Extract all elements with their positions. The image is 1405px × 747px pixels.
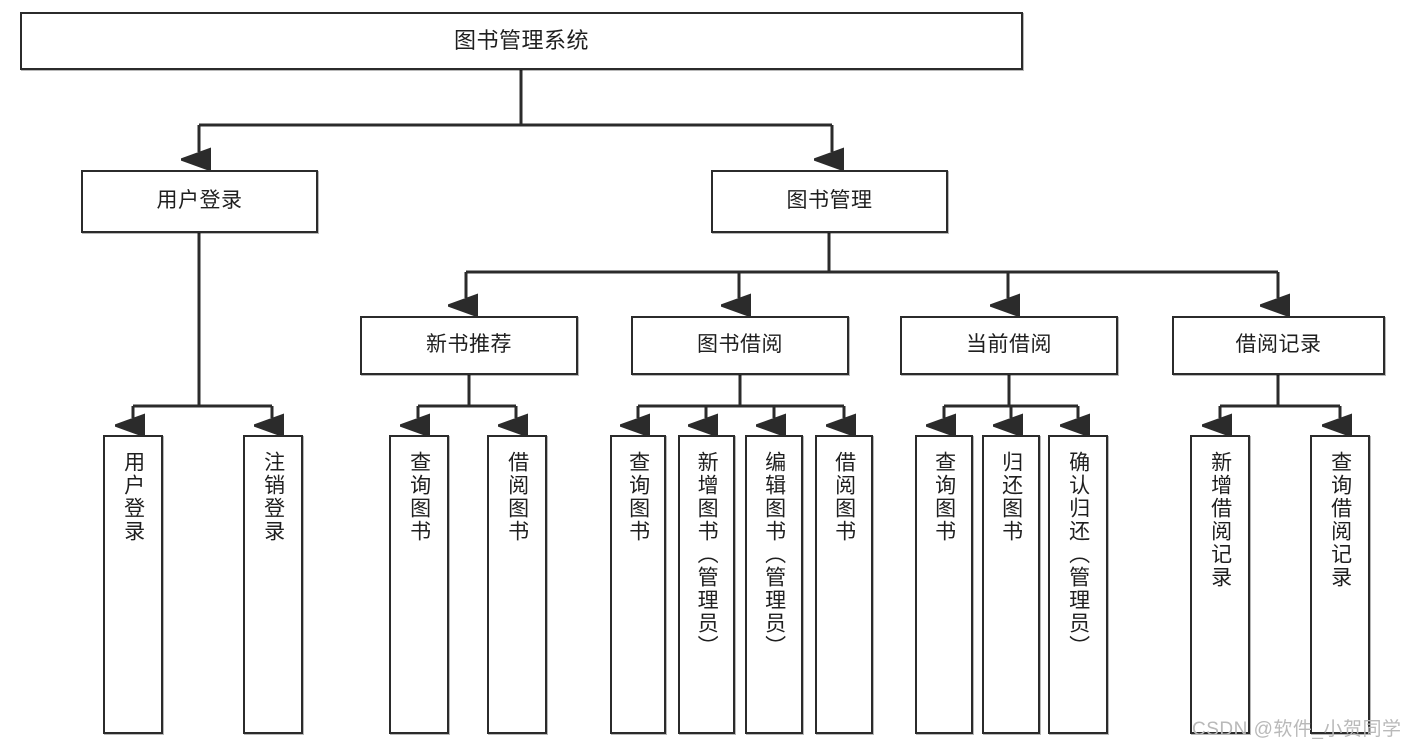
node-user-login[interactable]: 用户登录 bbox=[81, 170, 318, 233]
leaf-edit-book-admin-label: 编辑图书（管理员） bbox=[762, 451, 786, 658]
node-book-management-label: 图书管理 bbox=[786, 189, 873, 213]
node-new-book-recommend-label: 新书推荐 bbox=[426, 333, 512, 357]
leaf-query-loan-record-label: 查询借阅记录 bbox=[1328, 451, 1352, 589]
leaf-borrow-book-2[interactable]: 借阅图书 bbox=[815, 435, 873, 734]
node-new-book-recommend[interactable]: 新书推荐 bbox=[360, 316, 578, 375]
leaf-query-book-1[interactable]: 查询图书 bbox=[389, 435, 449, 734]
node-root-label: 图书管理系统 bbox=[453, 28, 589, 54]
leaf-edit-book-admin[interactable]: 编辑图书（管理员） bbox=[745, 435, 803, 734]
leaf-query-book-3[interactable]: 查询图书 bbox=[915, 435, 973, 734]
leaf-query-book-2-label: 查询图书 bbox=[626, 451, 650, 543]
leaf-confirm-return-admin[interactable]: 确认归还（管理员） bbox=[1048, 435, 1108, 734]
csdn-watermark-text: CSDN @软件_小贺同学 bbox=[1192, 719, 1402, 740]
leaf-query-book-3-label: 查询图书 bbox=[932, 451, 956, 543]
leaf-query-book-2[interactable]: 查询图书 bbox=[610, 435, 666, 734]
node-loan-record-label: 借阅记录 bbox=[1235, 333, 1322, 357]
leaf-add-book-admin[interactable]: 新增图书（管理员） bbox=[678, 435, 735, 734]
leaf-borrow-book-2-label: 借阅图书 bbox=[832, 451, 856, 543]
leaf-query-loan-record[interactable]: 查询借阅记录 bbox=[1310, 435, 1370, 734]
leaf-return-book-label: 归还图书 bbox=[999, 451, 1023, 543]
node-root[interactable]: 图书管理系统 bbox=[20, 12, 1023, 70]
node-loan-record[interactable]: 借阅记录 bbox=[1172, 316, 1385, 375]
node-user-login-label: 用户登录 bbox=[156, 189, 243, 213]
leaf-user-logout-label: 注销登录 bbox=[261, 451, 285, 543]
leaf-add-book-admin-label: 新增图书（管理员） bbox=[695, 451, 719, 658]
node-book-borrow-label: 图书借阅 bbox=[697, 333, 783, 357]
leaf-user-login-label: 用户登录 bbox=[121, 451, 145, 543]
leaf-borrow-book-1[interactable]: 借阅图书 bbox=[487, 435, 547, 734]
leaf-add-loan-record-label: 新增借阅记录 bbox=[1208, 451, 1232, 589]
csdn-watermark: CSDN @软件_小贺同学 bbox=[1192, 714, 1401, 741]
node-current-loan[interactable]: 当前借阅 bbox=[900, 316, 1118, 375]
node-current-loan-label: 当前借阅 bbox=[966, 333, 1052, 357]
node-book-borrow[interactable]: 图书借阅 bbox=[631, 316, 849, 375]
leaf-query-book-1-label: 查询图书 bbox=[407, 451, 431, 543]
node-book-management[interactable]: 图书管理 bbox=[711, 170, 948, 233]
leaf-user-login[interactable]: 用户登录 bbox=[103, 435, 163, 734]
leaf-borrow-book-1-label: 借阅图书 bbox=[505, 451, 529, 543]
leaf-return-book[interactable]: 归还图书 bbox=[982, 435, 1040, 734]
leaf-user-logout[interactable]: 注销登录 bbox=[243, 435, 303, 734]
leaf-confirm-return-admin-label: 确认归还（管理员） bbox=[1066, 451, 1090, 658]
leaf-add-loan-record[interactable]: 新增借阅记录 bbox=[1190, 435, 1250, 734]
